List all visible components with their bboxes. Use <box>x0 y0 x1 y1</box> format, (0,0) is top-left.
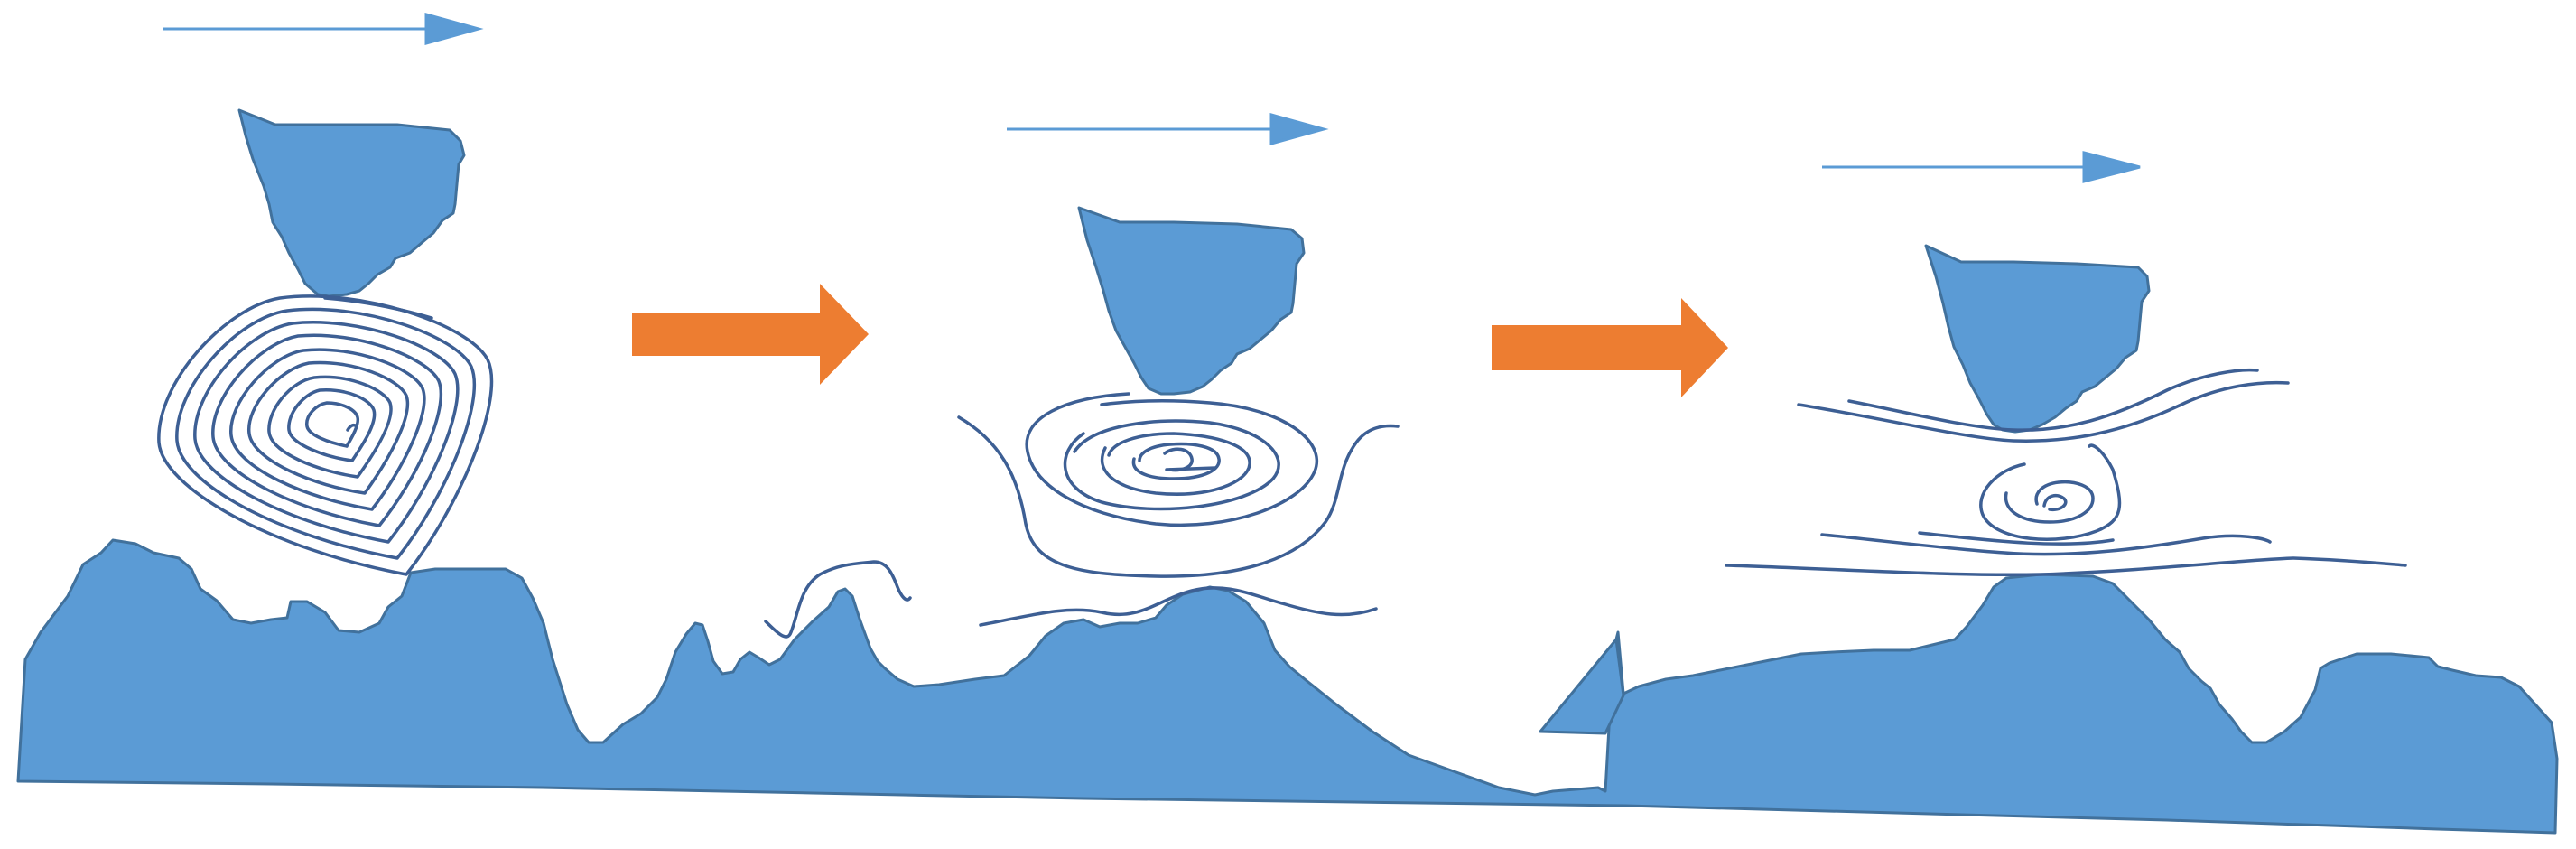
debris-curl <box>764 560 912 639</box>
flow-direction-arrow-3 <box>1822 151 2141 183</box>
flow-direction-arrow-2 <box>1007 113 1329 145</box>
rough-surface <box>16 538 2559 835</box>
tool-tip-1 <box>237 108 466 298</box>
stage-transition-arrow-1 <box>632 284 869 385</box>
vortex-streamlines-3 <box>1725 368 2407 577</box>
tool-tip-3 <box>1924 244 2151 434</box>
vortex-streamlines-2 <box>957 392 1400 627</box>
tool-tip-2 <box>1077 206 1306 396</box>
flow-direction-arrow-1 <box>163 13 484 45</box>
vortex-streamlines-1 <box>157 294 494 576</box>
stage-transition-arrow-2 <box>1492 298 1728 397</box>
detached-chip <box>1539 638 1625 735</box>
